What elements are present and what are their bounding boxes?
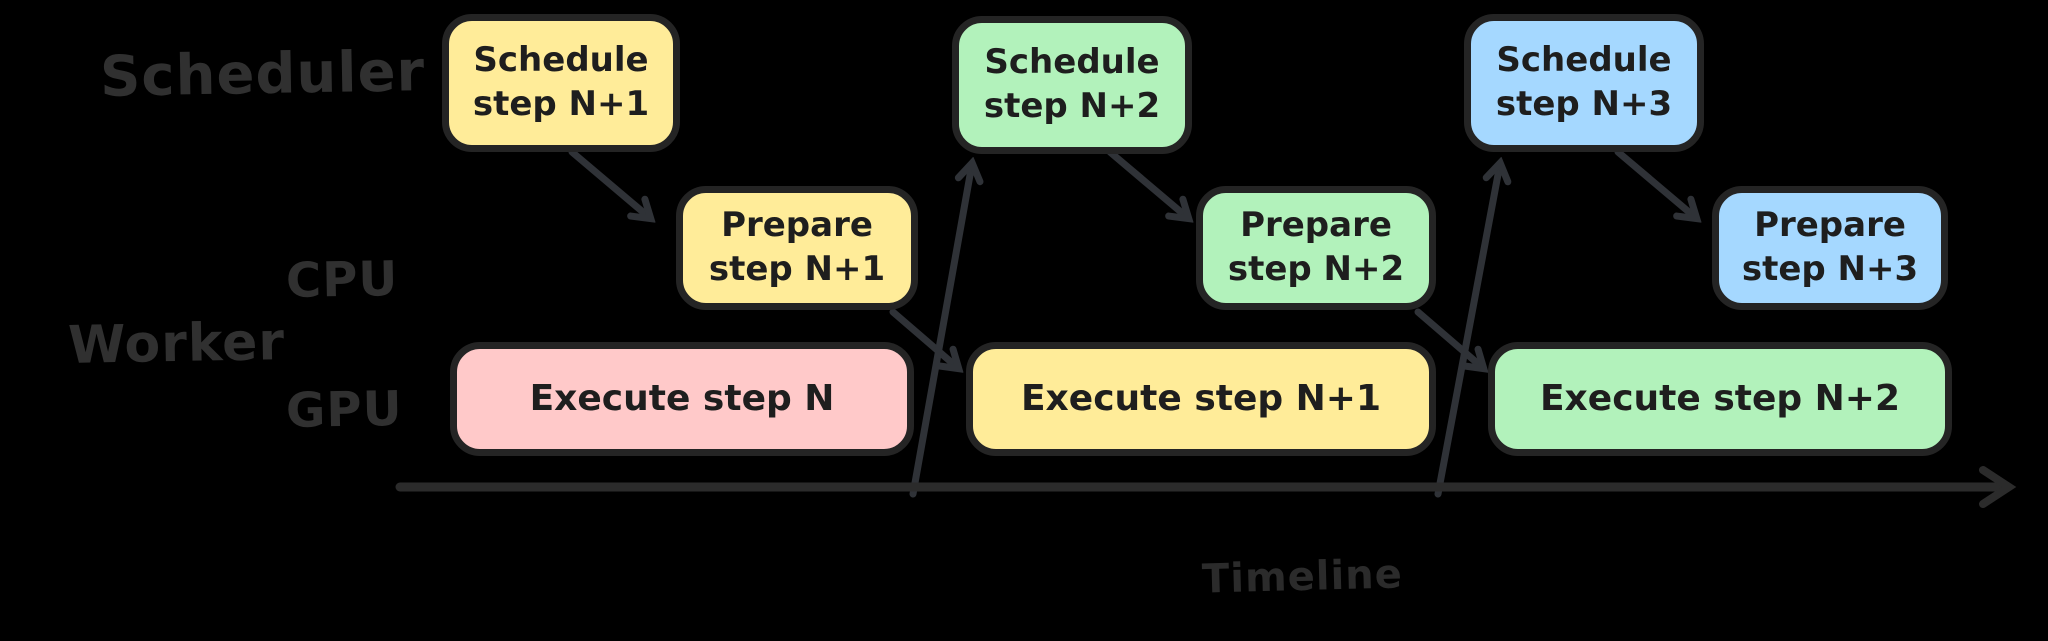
box-label-line: Execute step N+2	[1539, 377, 1901, 419]
box-label-line: step N+2	[983, 86, 1161, 126]
box-schedule-step-n3: Schedule step N+3	[1464, 14, 1704, 152]
arrow-schedule-n3-to-prepare-n3	[1614, 148, 1696, 218]
box-label-line: Prepare	[1240, 205, 1392, 246]
box-label-line: Execute step N	[529, 377, 835, 419]
box-schedule-step-n1: Schedule step N+1	[442, 14, 680, 152]
box-label-line: Schedule	[473, 40, 649, 81]
box-label-line: Schedule	[984, 42, 1160, 83]
arrow-execute-n-to-schedule-n2	[909, 164, 972, 498]
box-execute-step-n1: Execute step N+1	[966, 342, 1436, 456]
box-execute-step-n: Execute step N	[450, 342, 914, 456]
box-label-line: Prepare	[1754, 205, 1906, 246]
box-label-line: step N+3	[1741, 249, 1919, 289]
arrow-prepare-n2-to-execute-n2	[1414, 308, 1483, 368]
box-prepare-step-n1: Prepare step N+1	[676, 186, 918, 310]
box-label-line: step N+2	[1227, 249, 1405, 289]
box-label-line: step N+1	[708, 249, 886, 289]
box-schedule-step-n2: Schedule step N+2	[952, 16, 1192, 154]
arrow-prepare-n1-to-execute-n1	[889, 308, 958, 368]
box-label-line: step N+3	[1495, 84, 1673, 124]
box-prepare-step-n3: Prepare step N+3	[1712, 186, 1948, 310]
box-prepare-step-n2: Prepare step N+2	[1196, 186, 1436, 310]
box-label-line: Prepare	[721, 205, 873, 246]
arrow-schedule-n1-to-prepare-n1	[568, 148, 650, 218]
box-label-line: step N+1	[472, 84, 650, 124]
box-label-line: Schedule	[1496, 40, 1672, 81]
box-execute-step-n2: Execute step N+2	[1488, 342, 1952, 456]
arrow-schedule-n2-to-prepare-n2	[1106, 148, 1188, 218]
arrow-execute-n1-to-schedule-n3	[1434, 164, 1500, 498]
box-label-line: Execute step N+1	[1020, 377, 1382, 419]
